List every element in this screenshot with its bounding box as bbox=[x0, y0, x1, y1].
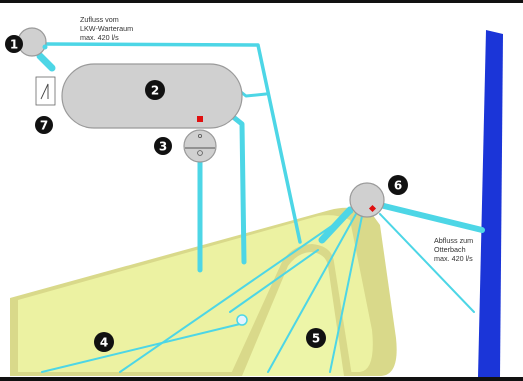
pipes bbox=[36, 42, 485, 373]
inlet-connector-dot bbox=[42, 44, 48, 50]
svg-text:7: 7 bbox=[40, 119, 48, 133]
pipe-basin-long bbox=[41, 323, 241, 373]
bottom-border bbox=[0, 377, 523, 381]
pipe-tank-outlet bbox=[229, 113, 247, 265]
pump-top-symbol bbox=[197, 133, 202, 138]
pipe-shaft-to-outflow bbox=[381, 203, 485, 233]
marker-6: 6 bbox=[388, 175, 408, 195]
pipe-basin-diag bbox=[229, 249, 319, 313]
pipe-shaft-to-creek-low bbox=[379, 213, 475, 313]
gauge-symbol-line bbox=[40, 83, 49, 100]
marker-3: 3 bbox=[154, 137, 172, 155]
otterbach-creek bbox=[478, 30, 503, 377]
pipe-shaft-fan-3 bbox=[329, 215, 363, 373]
inflow-label-1: Zufluss vom bbox=[80, 15, 119, 24]
inflow-label-2: LKW-Warteraum bbox=[80, 24, 133, 33]
marker-4: 4 bbox=[94, 332, 114, 352]
valve-icon bbox=[197, 116, 203, 122]
pipe-shaft-fan-2 bbox=[267, 213, 357, 373]
pump-icon bbox=[183, 129, 217, 163]
pipe-inflow-main bbox=[44, 42, 302, 244]
pipe-inlet-to-tank bbox=[36, 52, 56, 72]
marker-7: 7 bbox=[35, 116, 53, 134]
svg-text:5: 5 bbox=[312, 332, 320, 346]
marker-2: 2 bbox=[145, 80, 165, 100]
marker-5: 5 bbox=[306, 328, 326, 348]
distribution-shaft-icon bbox=[349, 182, 385, 218]
pump-bottom-symbol bbox=[197, 150, 203, 156]
pipe-shaft-to-basin5 bbox=[318, 206, 354, 244]
outflow-label-2: Otterbach bbox=[434, 245, 466, 254]
svg-text:1: 1 bbox=[10, 38, 18, 52]
outflow-label-3: max. 420 l/s bbox=[434, 254, 473, 263]
gauge-symbol-icon bbox=[35, 76, 56, 106]
svg-text:3: 3 bbox=[159, 140, 167, 154]
svg-text:6: 6 bbox=[394, 179, 402, 193]
inflow-label-3: max. 420 l/s bbox=[80, 33, 119, 42]
outflow-label-1: Abfluss zum bbox=[434, 236, 473, 245]
shaft-valve-icon bbox=[368, 204, 377, 213]
basin-valve-icon bbox=[236, 314, 248, 326]
svg-text:2: 2 bbox=[151, 84, 159, 98]
pipe-shaft-fan-1 bbox=[119, 211, 353, 373]
svg-text:4: 4 bbox=[100, 336, 108, 350]
top-border bbox=[0, 0, 523, 3]
marker-1: 1 bbox=[5, 35, 23, 53]
